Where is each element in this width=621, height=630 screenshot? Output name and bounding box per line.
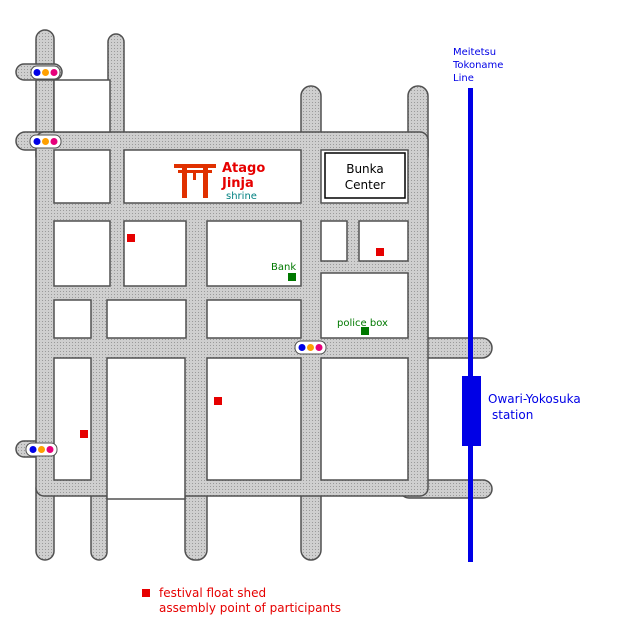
station-platform[interactable] <box>462 376 481 446</box>
torii-gate-icon <box>174 164 216 198</box>
bunka-center-line2: Center <box>345 178 385 192</box>
police-box-label: police box <box>337 318 388 329</box>
traffic-light-icon[interactable] <box>29 134 62 149</box>
shrine-name-line2: Jinja <box>221 176 254 191</box>
police-box-marker[interactable] <box>361 327 369 335</box>
traffic-light-icon[interactable] <box>25 442 58 457</box>
bunka-center-line1: Bunka <box>346 162 384 176</box>
rail-line-label-3: Line <box>453 73 474 84</box>
float-shed-markers <box>80 234 384 438</box>
float-shed-marker[interactable] <box>80 430 88 438</box>
bank-label: Bank <box>271 262 296 273</box>
rail-line-label-1: Meitetsu <box>453 47 496 58</box>
shrine-name-line1: Atago <box>222 161 265 176</box>
float-shed-marker[interactable] <box>127 234 135 242</box>
float-shed-marker[interactable] <box>214 397 222 405</box>
rail-line-label-2: Tokoname <box>452 60 503 71</box>
station-label-line1: Owari-Yokosuka <box>488 392 581 406</box>
legend-line2: assembly point of participants <box>159 601 341 615</box>
traffic-light-icon[interactable] <box>294 340 327 355</box>
legend-line1: festival float shed <box>159 586 266 600</box>
city-blocks <box>53 79 409 500</box>
bank-marker[interactable] <box>288 273 296 281</box>
bunka-center-building <box>324 152 406 199</box>
railway-line <box>468 88 473 562</box>
float-shed-marker[interactable] <box>376 248 384 256</box>
shrine-sub-label: shrine <box>226 191 257 202</box>
station-label-line2: station <box>492 408 533 422</box>
legend-float-shed-icon <box>142 589 150 597</box>
traffic-light-icon[interactable] <box>30 65 61 80</box>
